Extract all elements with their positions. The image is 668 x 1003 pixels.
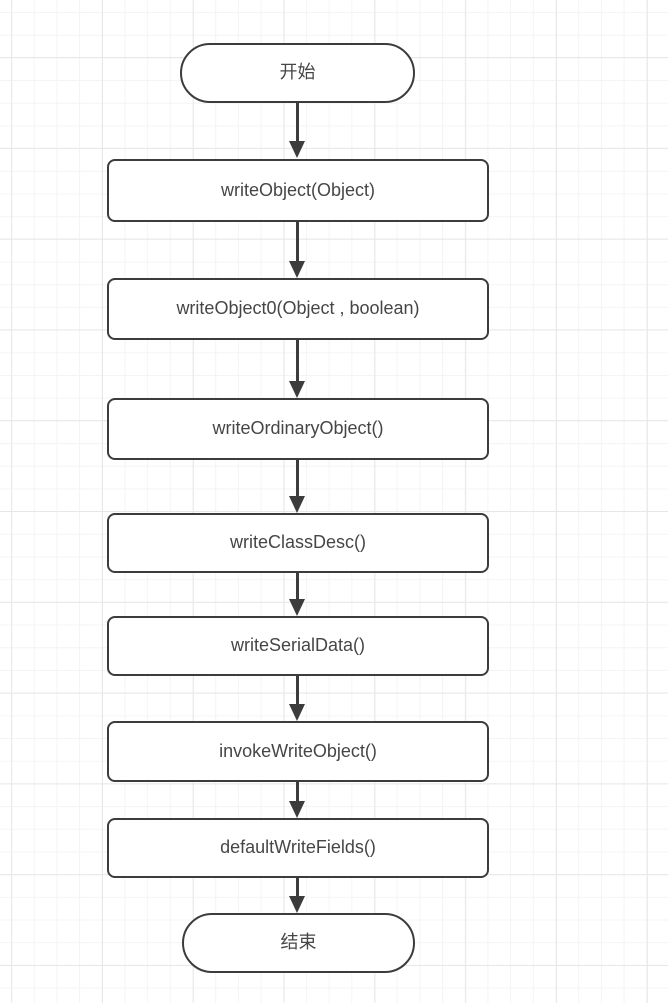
flow-node-label: writeSerialData() (230, 635, 366, 656)
flow-node-label: writeObject(Object) (220, 179, 376, 200)
arrow-head-icon (289, 496, 305, 513)
flow-node-label: defaultWriteFields() (220, 837, 376, 858)
flow-arrow-defaultwritefields-to-end (289, 878, 305, 913)
flow-arrow-start-to-writeobject (289, 103, 305, 158)
flow-node-writeserialdata: writeSerialData() (107, 616, 489, 676)
arrow-shaft (295, 460, 299, 496)
arrow-shaft (295, 676, 299, 704)
flow-node-label: invokeWriteObject() (219, 740, 377, 761)
arrow-shaft (295, 103, 299, 141)
arrow-head-icon (289, 599, 305, 616)
flow-node-defaultwritefields: defaultWriteFields() (107, 818, 489, 878)
flow-node-writeordinaryobject: writeOrdinaryObject() (107, 398, 489, 460)
flow-arrow-writeclassdesc-to-writeserialdata (289, 573, 305, 616)
flow-node-writeobject: writeObject(Object) (107, 159, 489, 222)
flow-node-label: writeOrdinaryObject() (212, 418, 384, 439)
arrow-head-icon (289, 141, 305, 158)
flow-arrow-writeordinaryobject-to-writeclassdesc (289, 460, 305, 513)
arrow-head-icon (289, 896, 305, 913)
flow-node-label: writeObject0(Object , boolean) (176, 298, 420, 319)
flow-node-label: 结束 (280, 932, 317, 953)
arrow-shaft (295, 878, 299, 896)
arrow-head-icon (289, 704, 305, 721)
flow-arrow-writeobject0-to-writeordinaryobject (289, 340, 305, 398)
flow-node-invokewriteobject: invokeWriteObject() (107, 721, 489, 782)
arrow-shaft (295, 782, 299, 801)
flow-node-label: writeClassDesc() (229, 532, 366, 553)
flow-node-end: 结束 (182, 913, 415, 973)
flow-node-writeclassdesc: writeClassDesc() (107, 513, 489, 573)
arrow-shaft (295, 340, 299, 381)
flow-arrow-writeobject-to-writeobject0 (289, 222, 305, 278)
flow-node-start: 开始 (180, 43, 415, 103)
arrow-head-icon (289, 801, 305, 818)
flow-arrow-writeserialdata-to-invokewriteobject (289, 676, 305, 721)
arrow-head-icon (289, 261, 305, 278)
arrow-head-icon (289, 381, 305, 398)
arrow-shaft (295, 573, 299, 599)
arrow-shaft (295, 222, 299, 261)
flow-node-label: 开始 (279, 62, 316, 83)
flow-arrow-invokewriteobject-to-defaultwritefields (289, 782, 305, 818)
flow-node-writeobject0: writeObject0(Object , boolean) (107, 278, 489, 340)
